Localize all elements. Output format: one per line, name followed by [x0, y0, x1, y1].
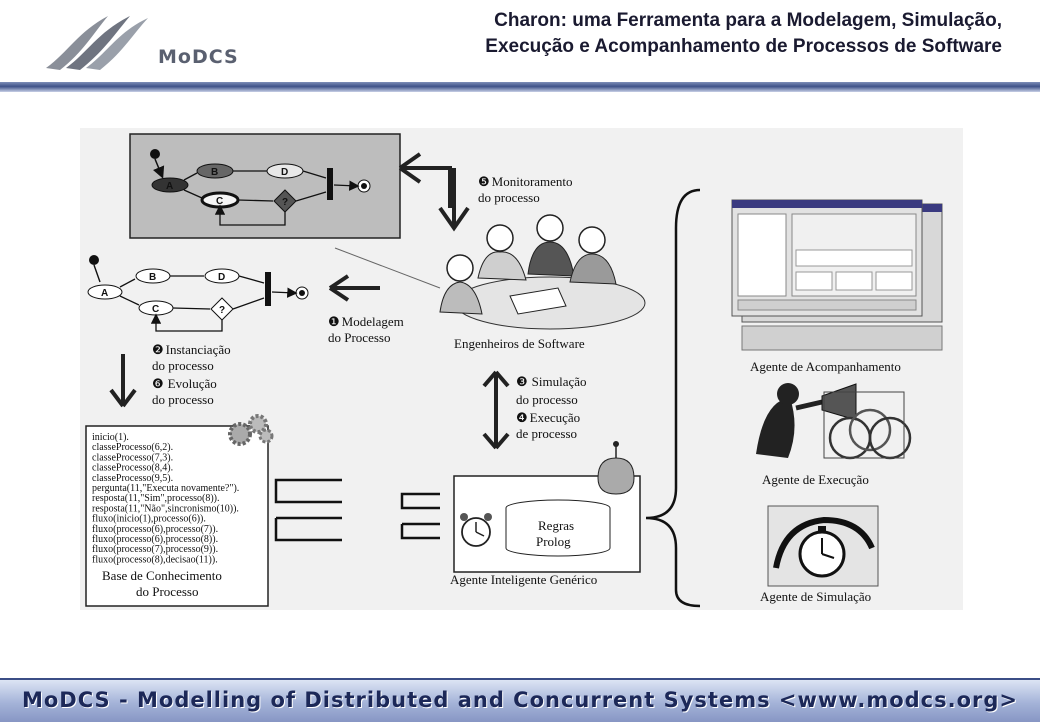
- kb-code-line: fluxo(processo(7),processo(9)).: [92, 544, 218, 555]
- robot-head-icon: [597, 441, 635, 495]
- node-d-label: D: [281, 167, 288, 178]
- header: MoDCS Charon: uma Ferramenta para a Mode…: [0, 0, 1040, 84]
- simulation-agent-illustration: [767, 505, 879, 587]
- step5-label-line2: do processo: [478, 190, 540, 205]
- step2-label-line2: do processo: [152, 358, 214, 373]
- model-node-b-label: B: [149, 272, 156, 283]
- footer-text: MoDCS - Modelling of Distributed and Con…: [21, 688, 1018, 712]
- knowledge-base-page: [85, 425, 269, 607]
- step4-label-line2: de processo: [516, 426, 577, 441]
- node-c-label: C: [216, 196, 223, 207]
- title-line-2: Execução e Acompanhamento de Processos d…: [485, 36, 1002, 57]
- kb-label-line2: do Processo: [136, 584, 198, 599]
- kb-code-line: classeProcesso(7,3).: [92, 452, 173, 463]
- monitored-process-model: A B D C ?: [129, 133, 401, 239]
- node-b-label: B: [211, 167, 218, 178]
- node-a-label: A: [166, 181, 173, 192]
- connector-shapes: [274, 478, 440, 542]
- model-node-c-label: C: [152, 304, 159, 315]
- sync-bar: [327, 168, 333, 200]
- kb-code-line: pergunta(11,"Executa novamente?").: [92, 483, 239, 494]
- kb-code-line: resposta(11,"Sim",processo(8)).: [92, 493, 220, 504]
- step3-label-line2: do processo: [516, 392, 578, 407]
- rules-line1: Regras: [538, 518, 574, 533]
- node-a: [151, 177, 189, 193]
- diagram-canvas: A B D C ? A B D C ?: [85, 133, 943, 608]
- agent-simulation-label: Agente de Simulação: [760, 589, 871, 604]
- generic-agent: Regras Prolog: [453, 441, 641, 573]
- title-line-1: Charon: uma Ferramenta para a Modelagem,…: [494, 10, 1002, 31]
- logo-swoosh-icon: [46, 16, 148, 70]
- kb-label-line1: Base de Conhecimento: [102, 568, 222, 583]
- kb-code-line: inicio(1).: [92, 432, 129, 443]
- knowledge-base: inicio(1).classeProcesso(6,2).classeProc…: [85, 414, 274, 607]
- model-decision-label: ?: [219, 305, 225, 316]
- agent-tracking-label: Agente de Acompanhamento: [750, 359, 901, 374]
- kb-code-line: fluxo(inicio(1),processo(6)).: [92, 514, 206, 525]
- logo-text: MoDCS: [158, 46, 239, 68]
- engineers-label: Engenheiros de Software: [454, 336, 585, 351]
- kb-code-line: resposta(11,"Não",sincronismo(10)).: [92, 503, 239, 514]
- kb-code-line: classeProcesso(6,2).: [92, 442, 173, 453]
- page-title: Charon: uma Ferramenta para a Modelagem,…: [282, 8, 1002, 60]
- tracking-agent-screenshot: [731, 199, 943, 351]
- start-node: [150, 149, 160, 159]
- kb-code-line: fluxo(processo(6),processo(7)).: [92, 524, 218, 535]
- execution-agent-illustration: [756, 383, 912, 460]
- modeled-process-model: A B D C ?: [87, 255, 309, 332]
- modcs-logo: MoDCS: [38, 12, 238, 72]
- agent-execution-label: Agente de Execução: [762, 472, 869, 487]
- kb-code-line: classeProcesso(9,5).: [92, 473, 173, 484]
- header-rule: [0, 82, 1040, 92]
- model-node-a-label: A: [101, 288, 108, 299]
- kb-code-line: fluxo(processo(8),decisao(11)).: [92, 554, 218, 565]
- knowledge-base-code: inicio(1).classeProcesso(6,2).classeProc…: [92, 432, 239, 565]
- decision-label: ?: [282, 197, 288, 208]
- agents-brace: [645, 188, 701, 608]
- flow-arrows: [109, 152, 510, 450]
- footer-bar: MoDCS - Modelling of Distributed and Con…: [0, 678, 1040, 722]
- software-engineers-illustration: [439, 214, 646, 330]
- gears-icon: [228, 414, 274, 446]
- rules-line2: Prolog: [536, 534, 571, 549]
- alarm-clock-icon: [460, 513, 492, 547]
- model-node-d-label: D: [218, 272, 225, 283]
- kb-code-line: fluxo(processo(6),processo(8)).: [92, 534, 218, 545]
- step1-label-line2: do Processo: [328, 330, 390, 345]
- kb-code-line: classeProcesso(8,4).: [92, 463, 173, 474]
- charon-diagram: A B D C ? A B D C ?: [80, 128, 963, 610]
- step6-label-line2: do processo: [152, 392, 214, 407]
- end-node: [361, 183, 367, 189]
- agent-generic-label: Agente Inteligente Genérico: [450, 572, 597, 587]
